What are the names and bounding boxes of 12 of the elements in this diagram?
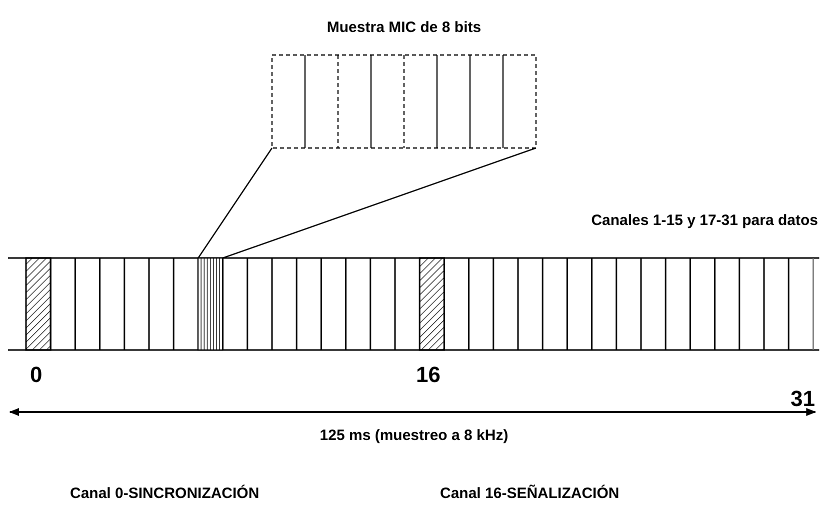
slot-caption: Canal 0-SINCRONIZACIÓN: [70, 485, 260, 502]
zoom-line: [198, 148, 273, 258]
slot-caption: Canal 16-SEÑALIZACIÓN: [440, 485, 620, 502]
slot-number: 16: [416, 362, 440, 388]
channel-note: Canales 1-15 y 17-31 para datos: [591, 212, 818, 229]
slot-number: 31: [790, 386, 815, 412]
diagram-title: Muestra MIC de 8 bits: [326, 19, 482, 36]
time-slot: [198, 258, 223, 350]
dimension-label: 125 ms (muestreo a 8 kHz): [320, 427, 508, 444]
slot-number: 0: [30, 362, 42, 388]
zoom-line: [222, 147, 536, 259]
pcm-sample-box: [272, 55, 536, 148]
